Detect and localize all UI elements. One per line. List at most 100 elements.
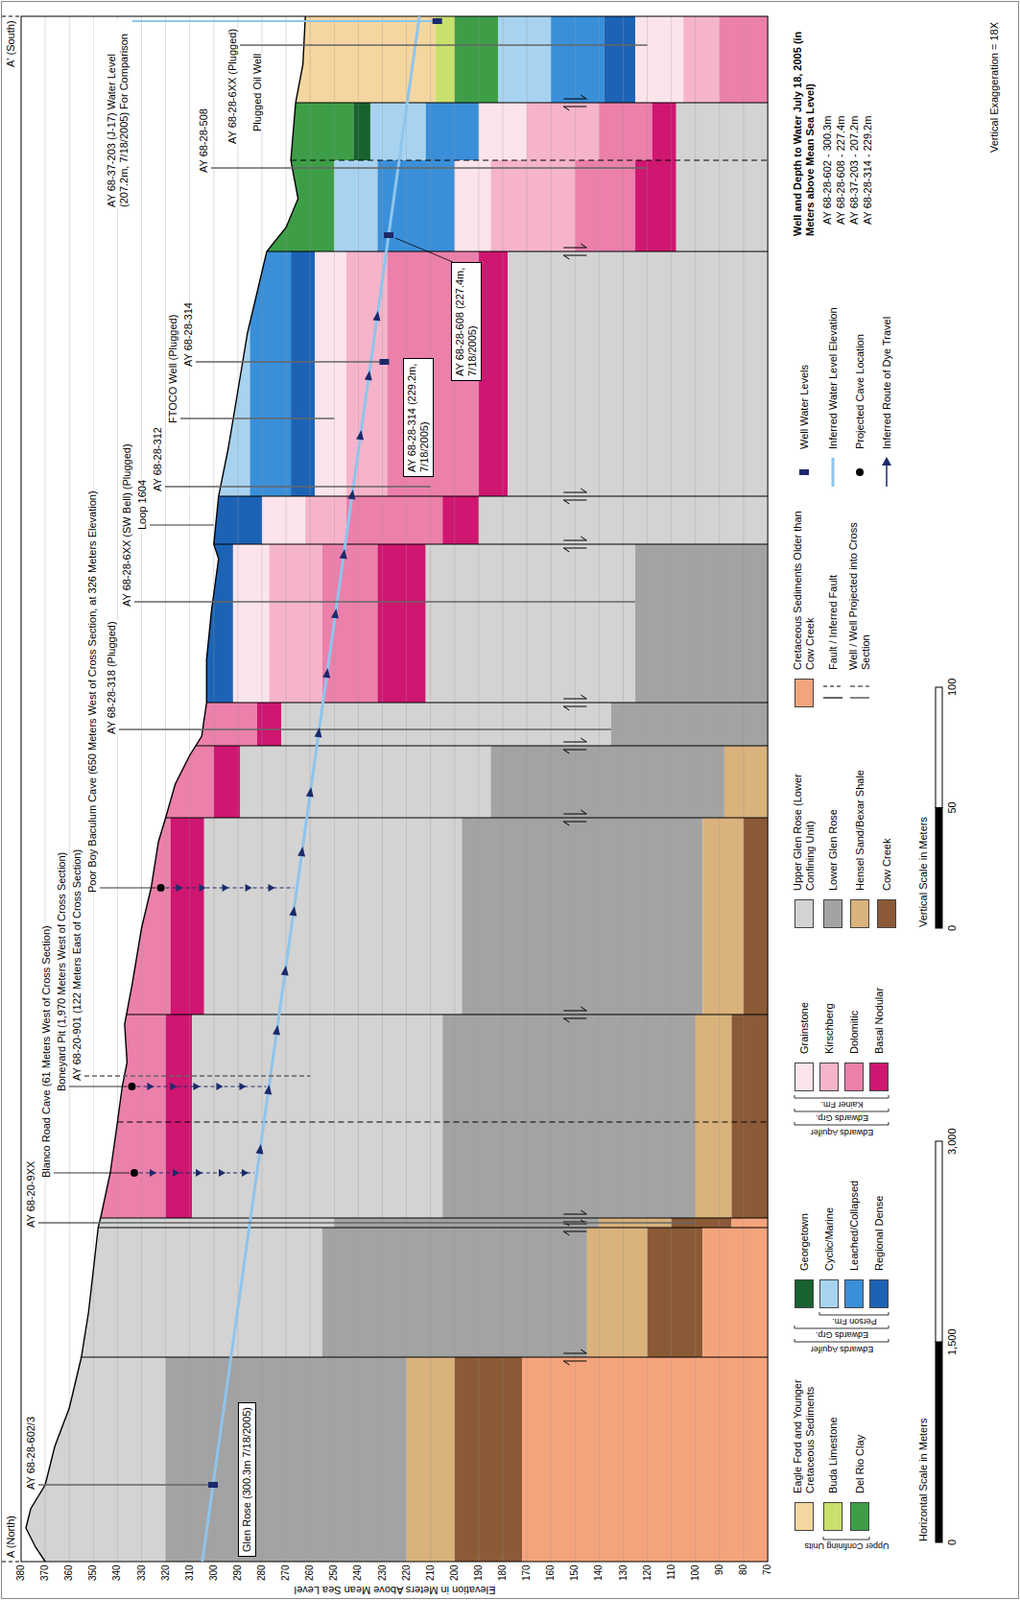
scale-title: Horizontal Scale in Meters bbox=[917, 1417, 930, 1542]
water-level-box: AY 68-28-314 (229.2m, 7/18/2005) bbox=[403, 357, 434, 477]
legend-text: Upper Glen Rose (Lower Confining Unit) bbox=[791, 726, 817, 892]
grid-line bbox=[694, 16, 696, 1562]
legend-text: Leached/Collapsed bbox=[848, 1154, 861, 1272]
comparison-line bbox=[132, 20, 433, 23]
scale-bar bbox=[935, 1140, 943, 1342]
tick-label: 350 bbox=[87, 1563, 99, 1582]
tick-label: 370 bbox=[39, 1563, 51, 1582]
dye-route-line bbox=[136, 1085, 266, 1087]
cave-label: Blanco Road Cave (61 Meters West of Cros… bbox=[40, 924, 53, 1179]
fault-arrow bbox=[563, 749, 587, 754]
dye-route-arrow bbox=[199, 883, 207, 892]
inferred-fault-line bbox=[117, 1120, 768, 1122]
strata-layer bbox=[426, 544, 636, 703]
legend-text: Projected Cave Location bbox=[853, 265, 867, 451]
fault-arrow bbox=[563, 488, 587, 493]
well-bore bbox=[38, 1221, 696, 1224]
scale-title: Vertical Scale in Meters bbox=[917, 815, 930, 928]
legend-swatch bbox=[823, 899, 843, 928]
leader-line bbox=[69, 1086, 127, 1088]
strata-layer bbox=[333, 160, 378, 252]
well-label: FTOCO Well (Plugged) bbox=[166, 313, 180, 425]
legend-swatch bbox=[844, 1279, 864, 1308]
strata-layer bbox=[281, 702, 612, 746]
strata-layer bbox=[731, 1014, 768, 1218]
fault-arrow bbox=[563, 255, 587, 260]
fault-arrow bbox=[563, 821, 587, 826]
dye-route-arrow bbox=[263, 1083, 273, 1094]
water-level-box: Glen Rose (300.3m 7/18/2005) bbox=[237, 1401, 257, 1557]
grid-line bbox=[285, 16, 287, 1562]
well-label: AY 68-28-312 bbox=[151, 426, 165, 493]
leader-line bbox=[395, 237, 453, 262]
grid-line bbox=[357, 16, 359, 1562]
strata-layer bbox=[353, 102, 371, 161]
legend-fault bbox=[823, 696, 843, 698]
land-surface bbox=[25, 16, 306, 1562]
legend-text: Hensel Sand/Bexar Shale bbox=[853, 726, 867, 892]
dye-route-arrow bbox=[297, 845, 307, 856]
tick-label: 290 bbox=[232, 1563, 244, 1582]
bracket-label: Upper Confining Units bbox=[803, 1540, 890, 1551]
table-entry: AY 68-28-314 - 229.2m bbox=[861, 115, 875, 226]
tick-label: 70 bbox=[761, 1563, 774, 1576]
strata-layer bbox=[269, 544, 323, 703]
fault-arrow bbox=[563, 547, 587, 552]
strata-layer bbox=[731, 1217, 768, 1228]
grid-line bbox=[502, 16, 504, 1562]
legend-text: Well / Well Projected into Cross Section bbox=[847, 505, 873, 671]
strata-layer bbox=[743, 817, 768, 1015]
well-bore bbox=[195, 360, 385, 363]
section-end bbox=[1, 16, 22, 18]
tick-label: 90 bbox=[713, 1563, 726, 1576]
legend-fault bbox=[823, 685, 843, 687]
grid-line bbox=[237, 16, 238, 1562]
fault-arrow bbox=[563, 94, 587, 99]
strata-layer bbox=[257, 702, 282, 746]
dye-route-arrow bbox=[192, 1082, 200, 1091]
tick-label: 210 bbox=[425, 1563, 437, 1582]
bracket-label: Edwards Grp. bbox=[813, 1112, 869, 1123]
tick-label: 260 bbox=[304, 1563, 316, 1582]
dye-route-arrow bbox=[172, 1168, 180, 1177]
cave-dot bbox=[127, 1082, 136, 1091]
table-entry: AY 68-37-203 - 207.2m bbox=[848, 115, 861, 226]
legend-text: Inferred Route of Dye Travel bbox=[880, 265, 894, 451]
strata-layer bbox=[305, 496, 347, 545]
dye-route-arrow bbox=[146, 1082, 154, 1091]
dye-route-arrow bbox=[373, 309, 382, 321]
tick-label: 120 bbox=[641, 1563, 654, 1582]
strata-layer bbox=[377, 544, 426, 703]
legend-swatch bbox=[823, 1501, 843, 1531]
tick-label: 340 bbox=[111, 1563, 123, 1582]
legend-text: Cow Creek bbox=[880, 726, 894, 892]
legend-swatch bbox=[869, 1062, 889, 1092]
strata-layer bbox=[490, 745, 724, 818]
legend-text: Fault / Inferred Fault bbox=[827, 505, 840, 671]
grid-line bbox=[622, 16, 624, 1562]
grid-line bbox=[141, 16, 143, 1562]
fault-arrow bbox=[563, 694, 587, 699]
dye-route-arrow bbox=[314, 726, 324, 737]
dye-route-arrow bbox=[176, 883, 184, 892]
legend-text: Lower Glen Rose bbox=[827, 726, 840, 892]
legend-text: Kirschberg bbox=[823, 956, 836, 1055]
legend-water-level bbox=[799, 469, 809, 475]
legend-route bbox=[881, 456, 892, 466]
strata-layer bbox=[290, 251, 315, 497]
leader-line bbox=[99, 887, 157, 889]
strata-layer bbox=[598, 102, 652, 161]
strata-layer bbox=[239, 745, 491, 818]
sky-mask bbox=[21, 16, 306, 1562]
tick-label: 230 bbox=[377, 1563, 389, 1582]
grid-line bbox=[381, 16, 383, 1562]
dye-route-arrow bbox=[149, 1168, 157, 1177]
dye-route-arrow bbox=[288, 904, 298, 916]
fault-arrow bbox=[563, 1231, 587, 1235]
tick-label: 80 bbox=[737, 1563, 750, 1576]
leader-line bbox=[149, 524, 214, 526]
fault-arrow bbox=[563, 1360, 587, 1365]
tick-label: 130 bbox=[617, 1563, 630, 1582]
tick-label: 170 bbox=[521, 1563, 533, 1582]
